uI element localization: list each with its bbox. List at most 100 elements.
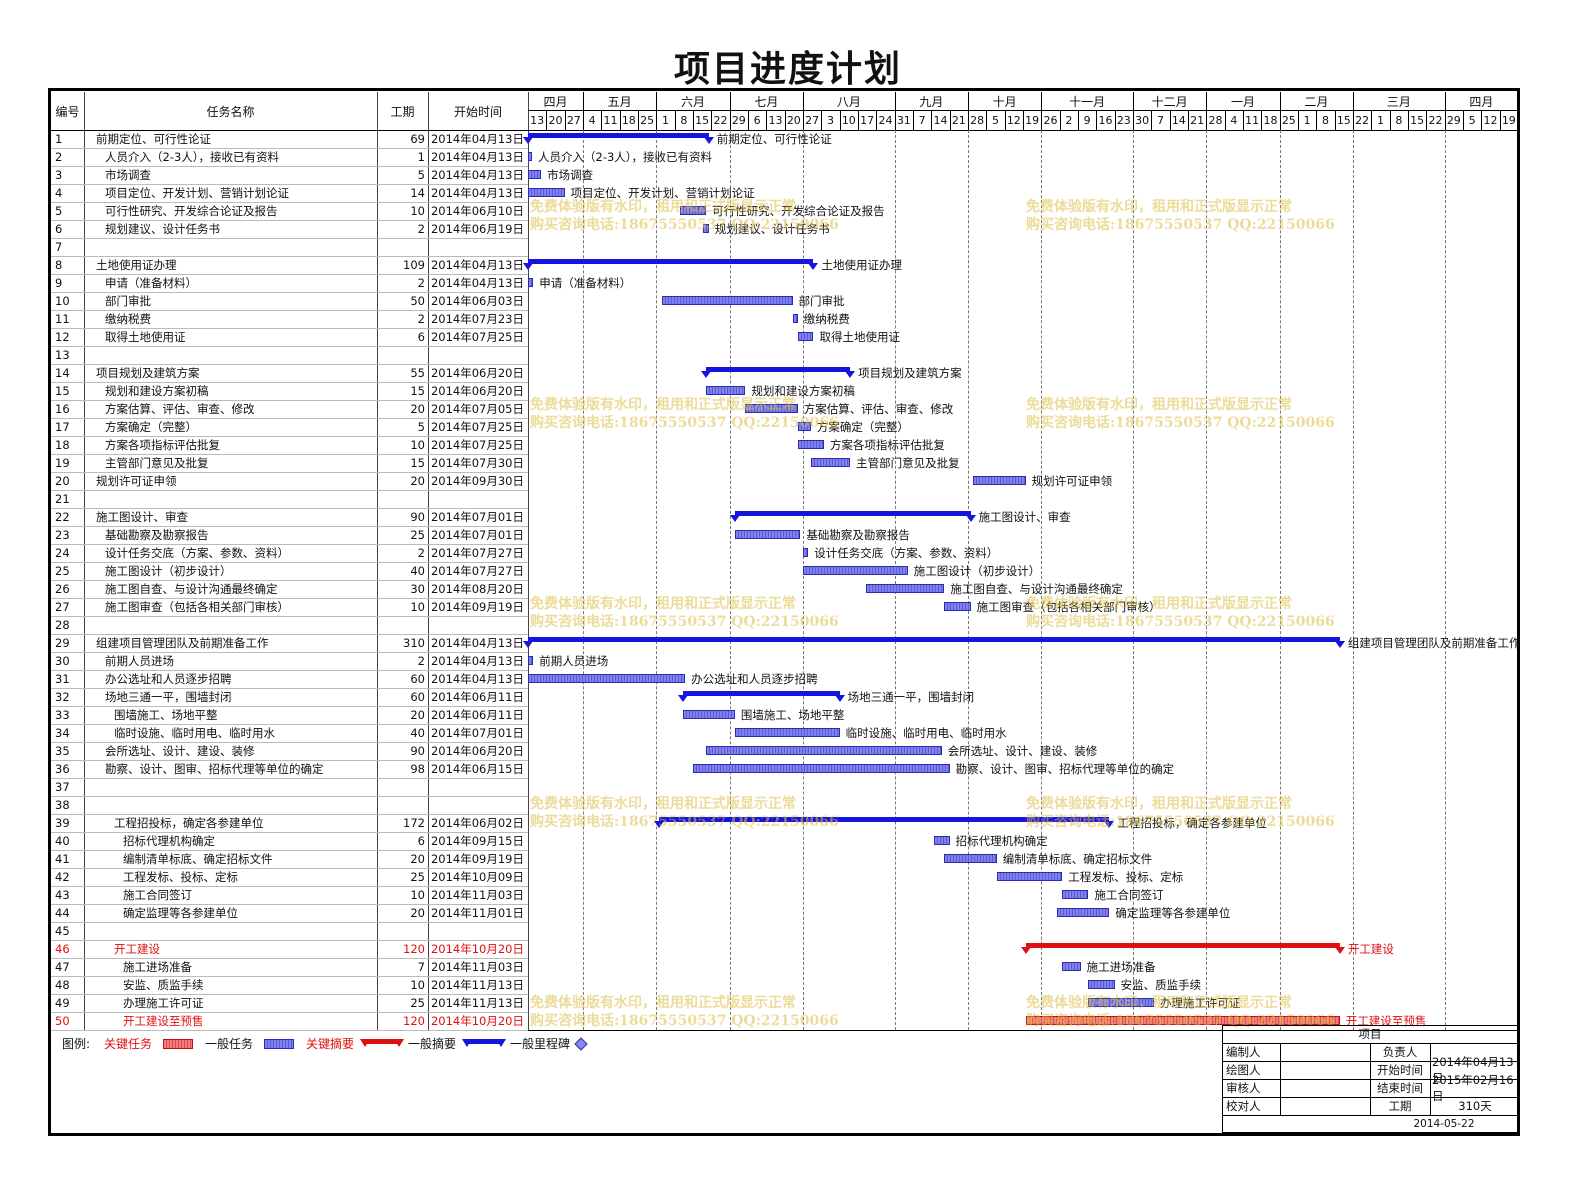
header-name: 任务名称 bbox=[206, 104, 255, 119]
gantt-frame bbox=[48, 88, 1520, 1136]
row-task-name: 施工合同签订 bbox=[123, 888, 192, 902]
bar-label: 确定监理等各参建单位 bbox=[1115, 906, 1231, 920]
task-bar[interactable] bbox=[661, 296, 793, 305]
task-bar[interactable] bbox=[679, 206, 707, 215]
bar-label: 前期人员进场 bbox=[539, 654, 609, 668]
row-duration: 120 bbox=[403, 942, 425, 956]
row-task-name: 设计任务交底（方案、参数、资料） bbox=[105, 546, 289, 560]
task-bar[interactable] bbox=[528, 170, 542, 179]
bar-label: 方案估算、评估、审查、修改 bbox=[803, 402, 954, 416]
summary-bar[interactable] bbox=[523, 133, 714, 144]
row-start-date: 2014年04月13日 bbox=[430, 672, 524, 686]
info-end-label: 结束时间 bbox=[1377, 1081, 1423, 1095]
summary-bar[interactable] bbox=[729, 511, 976, 522]
task-bar[interactable] bbox=[528, 188, 565, 197]
row-id: 13 bbox=[55, 348, 70, 362]
summary-bar[interactable] bbox=[677, 691, 845, 702]
row-duration: 172 bbox=[403, 816, 425, 830]
row-duration: 69 bbox=[410, 132, 425, 146]
day-label: 22 bbox=[1428, 113, 1443, 127]
task-bar[interactable] bbox=[1088, 998, 1154, 1007]
row-task-name: 施工图设计、审查 bbox=[96, 510, 188, 524]
row-id: 7 bbox=[55, 240, 63, 254]
row-duration: 2 bbox=[417, 222, 425, 236]
task-bar[interactable] bbox=[996, 872, 1063, 881]
task-bar[interactable] bbox=[944, 602, 971, 611]
task-bar[interactable] bbox=[1088, 980, 1115, 989]
day-label: 18 bbox=[621, 113, 636, 127]
task-bar[interactable] bbox=[797, 332, 814, 341]
row-task-name: 土地使用证办理 bbox=[96, 258, 177, 272]
month-label: 五月 bbox=[607, 94, 632, 109]
row-duration: 120 bbox=[403, 1014, 425, 1028]
task-bar[interactable] bbox=[734, 530, 801, 539]
row-task-name bbox=[96, 922, 374, 940]
bar-label: 场地三通一平，围墙封闭 bbox=[847, 690, 975, 704]
row-task-name: 工程招投标，确定各参建单位 bbox=[114, 816, 264, 830]
row-id: 34 bbox=[55, 726, 70, 740]
day-label: 28 bbox=[1208, 113, 1223, 127]
row-id: 48 bbox=[55, 978, 70, 992]
day-label: 8 bbox=[1321, 113, 1329, 127]
task-bar[interactable] bbox=[745, 404, 798, 413]
summary-bar[interactable] bbox=[522, 259, 819, 270]
bar-label: 办公选址和人员逐步招聘 bbox=[691, 672, 818, 686]
row-start-date: 2014年07月30日 bbox=[430, 456, 524, 470]
task-bar[interactable] bbox=[528, 656, 534, 665]
row-task-name: 前期定位、可行性论证 bbox=[96, 132, 211, 146]
row-id: 10 bbox=[55, 294, 70, 308]
info-drafter-label: 绘图人 bbox=[1226, 1063, 1261, 1077]
task-bar[interactable] bbox=[528, 674, 686, 683]
summary-bar[interactable] bbox=[523, 637, 1345, 648]
row-start-date: 2014年04月13日 bbox=[430, 636, 524, 650]
task-bar[interactable] bbox=[810, 458, 851, 467]
bar-label: 取得土地使用证 bbox=[819, 330, 900, 344]
task-bar[interactable] bbox=[797, 422, 811, 431]
day-label: 5 bbox=[1468, 113, 1476, 127]
row-task-name: 会所选址、设计、建设、装修 bbox=[105, 744, 255, 758]
day-label: 7 bbox=[1156, 113, 1164, 127]
task-bar[interactable] bbox=[944, 854, 997, 863]
row-duration: 90 bbox=[410, 510, 425, 524]
summary-bar[interactable] bbox=[701, 367, 856, 378]
bar-label: 申请（准备材料） bbox=[539, 276, 632, 290]
task-bar[interactable] bbox=[803, 566, 908, 575]
task-bar[interactable] bbox=[693, 764, 950, 773]
task-bar[interactable] bbox=[973, 476, 1026, 485]
critical-task-bar[interactable] bbox=[1025, 1016, 1340, 1025]
row-start-date: 2014年07月23日 bbox=[430, 312, 524, 326]
task-bar[interactable] bbox=[528, 152, 532, 161]
task-bar[interactable] bbox=[797, 440, 824, 449]
task-bar[interactable] bbox=[792, 314, 798, 323]
task-bar[interactable] bbox=[1062, 890, 1089, 899]
row-start-date: 2014年10月20日 bbox=[430, 1014, 524, 1028]
task-bar[interactable] bbox=[528, 278, 534, 287]
task-bar[interactable] bbox=[706, 746, 942, 755]
row-start-date: 2014年07月05日 bbox=[430, 402, 524, 416]
row-duration: 40 bbox=[410, 726, 425, 740]
bar-label: 组建项目管理团队及前期准备工作 bbox=[1347, 636, 1521, 650]
row-task-name: 办理施工许可证 bbox=[123, 996, 204, 1010]
task-bar[interactable] bbox=[682, 710, 735, 719]
task-bar[interactable] bbox=[734, 728, 840, 737]
row-duration: 310 bbox=[403, 636, 425, 650]
task-bar[interactable] bbox=[706, 386, 746, 395]
critical-summary-bar[interactable] bbox=[1020, 943, 1346, 954]
task-bar[interactable] bbox=[865, 584, 945, 593]
row-start-date: 2014年04月13日 bbox=[430, 186, 524, 200]
row-duration: 2 bbox=[417, 654, 425, 668]
task-bar[interactable] bbox=[1057, 908, 1110, 917]
day-label: 17 bbox=[860, 113, 875, 127]
row-start-date: 2014年04月13日 bbox=[430, 168, 524, 182]
row-id: 42 bbox=[55, 870, 70, 884]
summary-bar[interactable] bbox=[653, 817, 1115, 828]
task-bar[interactable] bbox=[703, 224, 709, 233]
task-bar[interactable] bbox=[933, 836, 950, 845]
task-bar[interactable] bbox=[1062, 962, 1081, 971]
bar-label: 规划许可证申领 bbox=[1031, 474, 1113, 488]
bar-label: 主管部门意见及批复 bbox=[856, 456, 960, 470]
row-start-date bbox=[430, 616, 526, 634]
bar-label: 市场调查 bbox=[547, 168, 594, 182]
task-bar[interactable] bbox=[803, 548, 809, 557]
day-label: 22 bbox=[1355, 113, 1370, 127]
